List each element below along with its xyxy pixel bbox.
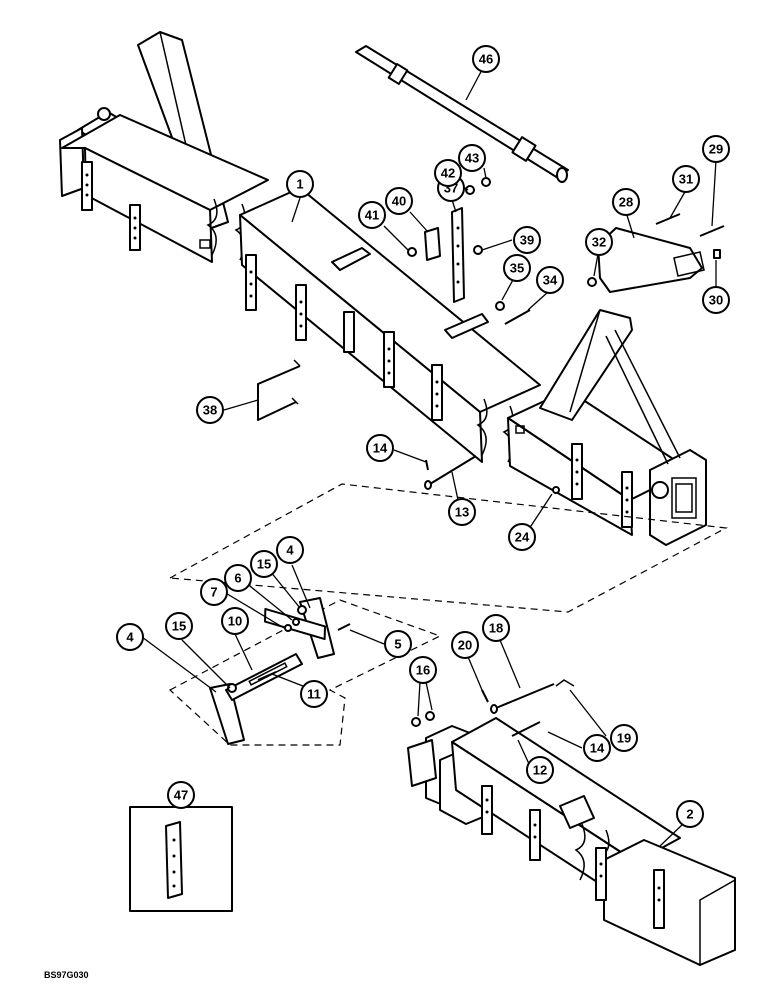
- linkage-parts: [209, 597, 351, 745]
- callout-label: 32: [592, 235, 606, 250]
- callout-label: 34: [543, 273, 558, 288]
- callout-label: 29: [709, 142, 723, 157]
- callout-5: 5: [384, 630, 412, 658]
- detail-boundaries: [167, 483, 728, 746]
- callout-label: 14: [590, 741, 605, 756]
- callout-15a: 15: [250, 550, 278, 578]
- callout-6: 6: [224, 564, 252, 592]
- callout-30: 30: [702, 286, 730, 314]
- main-frame-tube: [59, 31, 707, 546]
- callout-label: 4: [126, 630, 134, 645]
- callout-2: 2: [676, 800, 704, 828]
- callout-label: 18: [489, 621, 503, 636]
- callout-15b: 15: [165, 612, 193, 640]
- callout-label: 43: [465, 151, 479, 166]
- callout-label: 5: [394, 637, 401, 652]
- callout-label: 40: [392, 194, 406, 209]
- inset-47: [129, 806, 233, 912]
- callout-46: 46: [472, 45, 500, 73]
- callout-label: 6: [234, 571, 241, 586]
- shaft-part: [355, 45, 569, 183]
- callout-label: 11: [307, 687, 321, 702]
- callout-20: 20: [451, 631, 479, 659]
- callout-label: 46: [479, 52, 493, 67]
- callout-label: 10: [228, 614, 242, 629]
- callout-4a: 4: [276, 536, 304, 564]
- callout-19: 19: [610, 724, 638, 752]
- callout-label: 2: [686, 807, 693, 822]
- callout-7: 7: [200, 578, 228, 606]
- callout-39: 39: [513, 226, 541, 254]
- callout-label: 39: [520, 233, 534, 248]
- callout-label: 15: [257, 557, 271, 572]
- callout-label: 24: [515, 530, 530, 545]
- callout-16: 16: [409, 656, 437, 684]
- leader-lines: [141, 65, 717, 847]
- callout-11: 11: [300, 680, 328, 708]
- callout-35: 35: [503, 254, 531, 282]
- callout-4b: 4: [116, 623, 144, 651]
- callout-38: 38: [196, 396, 224, 424]
- callout-label: 19: [617, 731, 631, 746]
- u-bolt-part: [257, 359, 301, 421]
- callout-14a: 14: [366, 434, 394, 462]
- callout-13: 13: [448, 498, 476, 526]
- callout-label: 7: [210, 585, 217, 600]
- callout-label: 42: [441, 166, 455, 181]
- callout-24: 24: [508, 523, 536, 551]
- callout-32: 32: [585, 228, 613, 256]
- callout-10: 10: [221, 607, 249, 635]
- callout-label: 28: [619, 195, 633, 210]
- callout-41: 41: [358, 201, 386, 229]
- upper-hardware: [407, 177, 725, 325]
- callout-label: 1: [296, 177, 303, 192]
- callout-label: 31: [679, 172, 693, 187]
- callout-47: 47: [167, 781, 195, 809]
- callout-label: 4: [286, 543, 294, 558]
- callout-label: 13: [455, 505, 469, 520]
- callout-14b: 14: [583, 734, 611, 762]
- callout-43: 43: [458, 144, 486, 172]
- callout-label: 47: [174, 788, 188, 803]
- callout-label: 30: [709, 293, 723, 308]
- callout-34: 34: [536, 266, 564, 294]
- callout-29: 29: [702, 135, 730, 163]
- callout-label: 35: [510, 261, 524, 276]
- callout-28: 28: [612, 188, 640, 216]
- callout-label: 16: [416, 663, 430, 678]
- pin-parts-center: [424, 455, 560, 494]
- figure-code: BS97G030: [44, 970, 89, 980]
- callout-label: 14: [373, 441, 388, 456]
- callout-40: 40: [385, 187, 413, 215]
- callout-12: 12: [526, 756, 554, 784]
- callout-18: 18: [482, 614, 510, 642]
- callout-label: 15: [172, 619, 186, 634]
- mounting-brackets: [81, 161, 633, 528]
- callout-label: 38: [203, 403, 217, 418]
- callout-31: 31: [672, 165, 700, 193]
- callout-label: 41: [365, 208, 379, 223]
- callout-42: 42: [434, 159, 462, 187]
- callout-1: 1: [286, 170, 314, 198]
- callout-label: 12: [533, 763, 547, 778]
- lower-frame-tube: [407, 679, 736, 967]
- callout-label: 20: [458, 638, 472, 653]
